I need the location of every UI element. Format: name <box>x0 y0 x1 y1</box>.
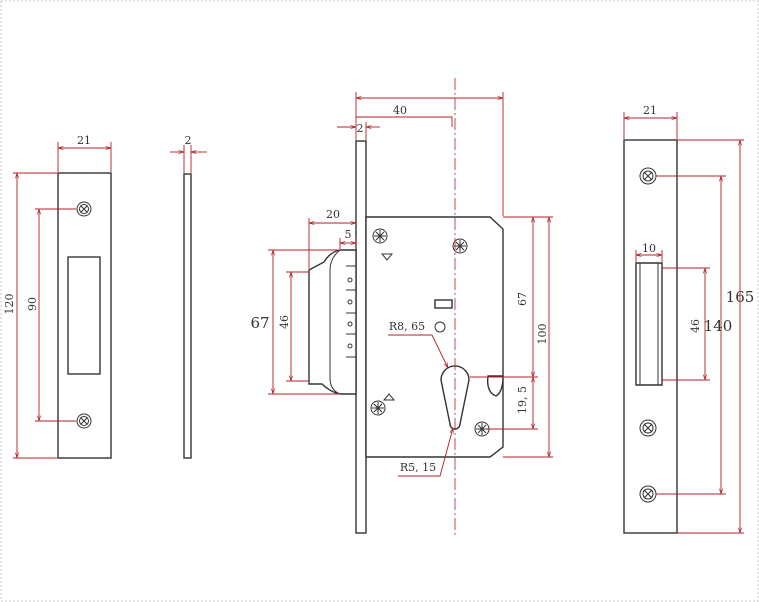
latch-bolt <box>308 249 357 395</box>
cylinder-spacing-label: 19, 5 <box>516 386 529 414</box>
case-screw-4-icon <box>474 421 490 437</box>
latch-height-inner-label: 46 <box>278 315 291 329</box>
faceplate-width-label: 21 <box>643 104 657 117</box>
strike-width-label: 21 <box>77 134 91 147</box>
latch-height-outer-label: 67 <box>250 314 269 332</box>
strike-hole-spacing-label: 90 <box>26 297 39 311</box>
lock-faceplate <box>355 140 367 534</box>
strike-slot <box>67 256 101 375</box>
case-tab <box>434 299 453 309</box>
case-mark-2 <box>382 393 396 401</box>
body-height-label: 100 <box>536 324 549 345</box>
case-screw-3-icon <box>370 400 386 416</box>
case-notch <box>486 375 504 397</box>
lock-body-view <box>268 78 553 535</box>
faceplate-slot-height-label: 46 <box>689 319 702 333</box>
backset-label: 40 <box>393 104 407 117</box>
cylinder-radius-bottom-label: R5, 15 <box>400 461 436 474</box>
latch-projection-label: 20 <box>326 208 340 221</box>
body-upper-label: 67 <box>516 292 529 306</box>
strike-height-label: 120 <box>3 294 16 315</box>
lock-case <box>365 216 504 458</box>
faceplate-slot-width-label: 10 <box>642 242 656 255</box>
spindle-hole <box>434 321 446 333</box>
latch-offset-label: 5 <box>345 228 352 241</box>
strike-screw-bottom-icon <box>76 413 92 429</box>
strike-side-plate <box>183 173 192 459</box>
case-screw-2-icon <box>452 238 468 254</box>
strike-side-view <box>170 145 207 459</box>
thickness-label: 2 <box>185 134 192 147</box>
faceplate-view <box>623 112 744 534</box>
case-screw-1-icon <box>372 228 388 244</box>
case-mark-1 <box>380 253 394 261</box>
strike-screw-top-icon <box>76 201 92 217</box>
faceplate-hole-spacing-label: 140 <box>704 317 733 335</box>
faceplate-height-label: 165 <box>726 288 755 306</box>
strike-plate-view <box>13 142 112 459</box>
faceplate-slot <box>635 262 663 386</box>
faceplate-screw-2-icon <box>639 419 657 437</box>
faceplate-thickness-label: 2 <box>357 122 364 135</box>
cylinder-radius-top-label: R8, 65 <box>389 320 425 333</box>
